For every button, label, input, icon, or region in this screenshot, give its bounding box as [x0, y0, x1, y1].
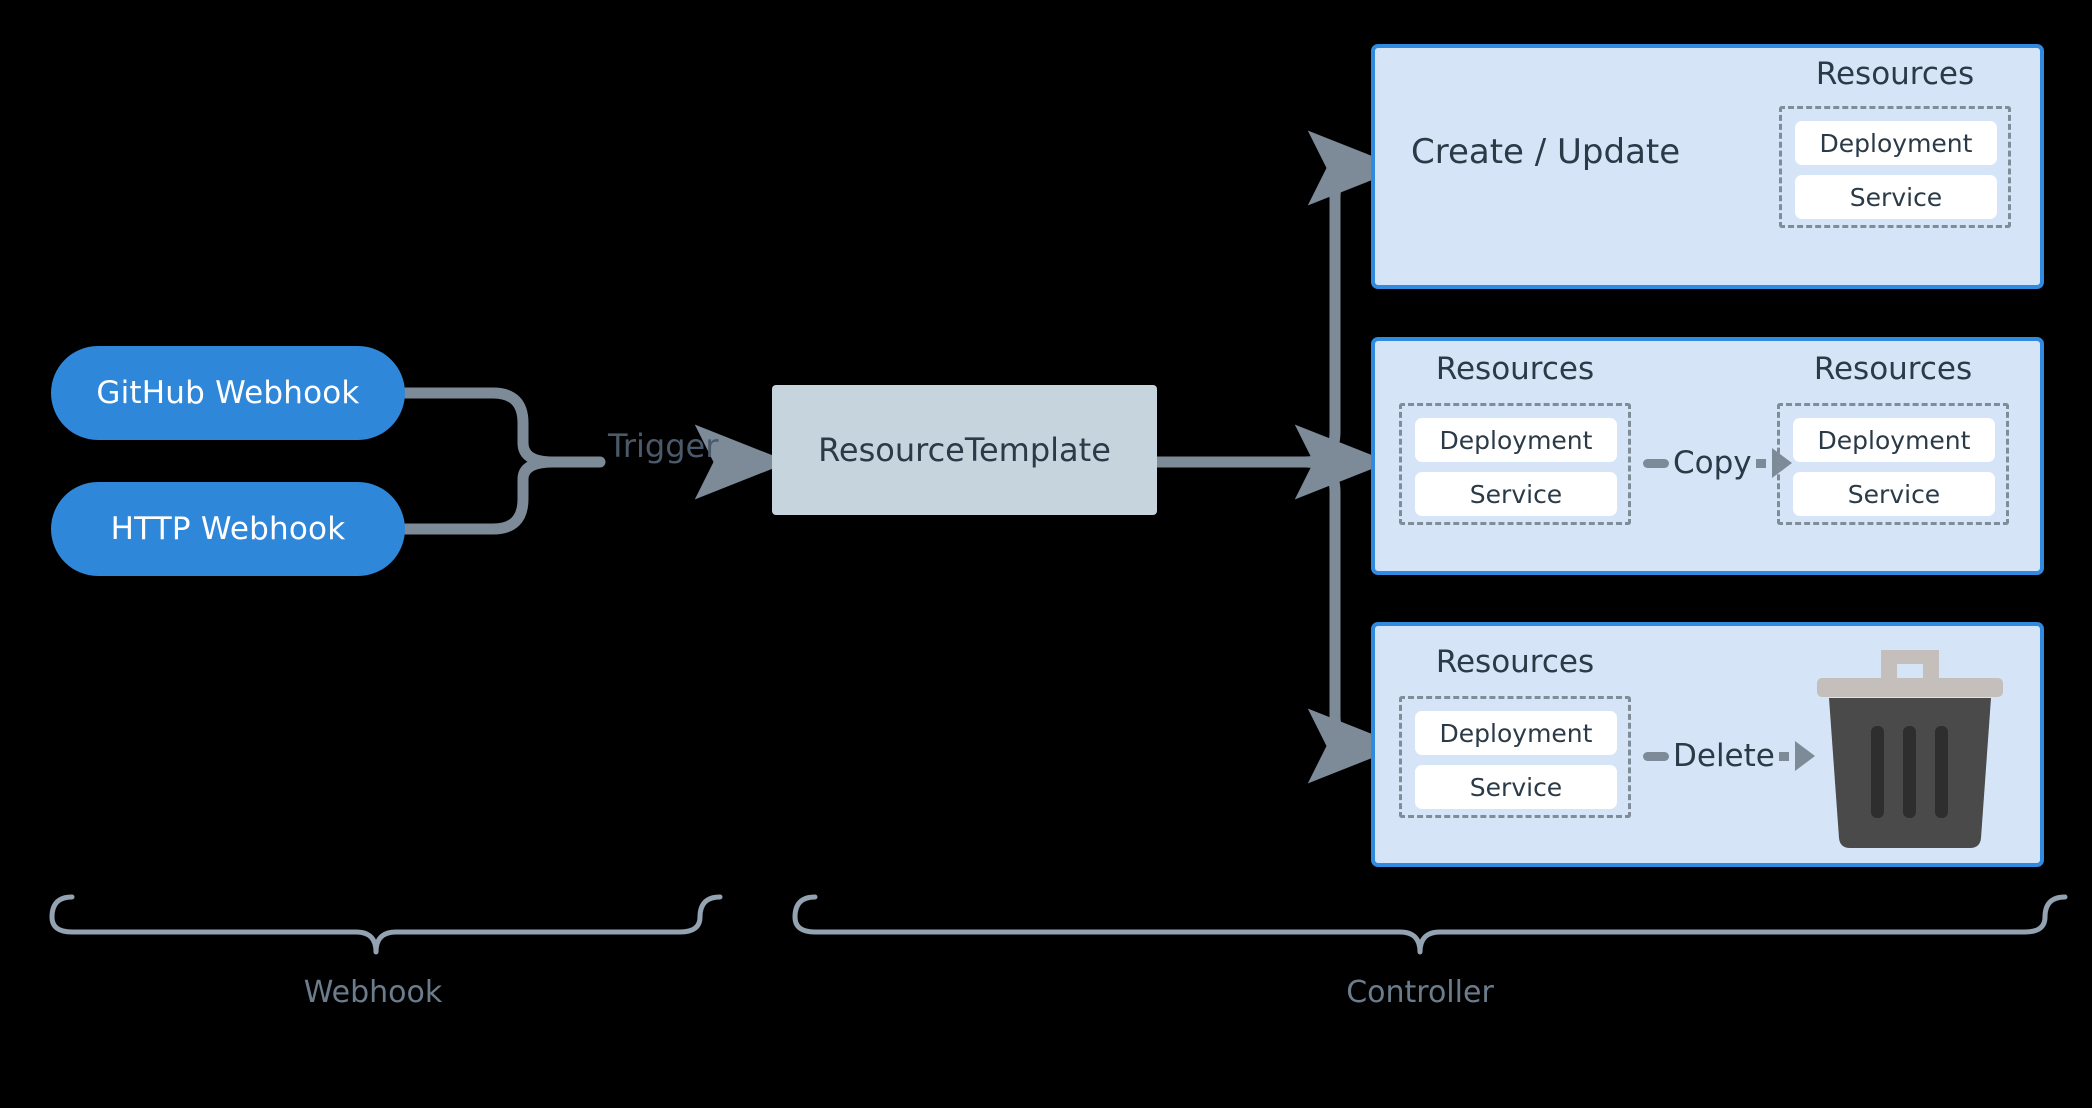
connector-github-to-merge [399, 387, 559, 468]
chip-deployment-source[interactable]: Deployment [1415, 418, 1617, 462]
connector-http-to-merge [399, 456, 559, 535]
delete-dash-icon [1643, 751, 1669, 761]
resource-template-node[interactable]: ResourceTemplate [772, 385, 1157, 515]
webhook-group-caption: Webhook [303, 975, 443, 1010]
copy-label: Copy [1673, 445, 1752, 481]
arrow-right-icon [1771, 448, 1792, 478]
resources-group-title-delete: Resources [1435, 644, 1595, 680]
brace-controller [792, 894, 2068, 955]
chip-deployment-target[interactable]: Deployment [1793, 418, 1995, 462]
resources-group-target: Deployment Service [1777, 403, 2009, 525]
panel-copy[interactable]: Resources Resources Deployment Service C… [1371, 337, 2044, 575]
http-webhook-node[interactable]: HTTP Webhook [51, 482, 405, 576]
delete-arrow-stem-icon [1778, 751, 1789, 761]
delete-label: Delete [1673, 738, 1775, 774]
chip-service[interactable]: Service [1795, 175, 1997, 219]
github-webhook-node[interactable]: GitHub Webhook [51, 346, 405, 440]
delete-operation: Delete [1643, 738, 1815, 774]
resources-group: Deployment Service [1779, 106, 2011, 228]
resource-template-label: ResourceTemplate [818, 431, 1111, 469]
brace-webhook [49, 894, 723, 955]
copy-operation: Copy [1643, 445, 1792, 481]
github-webhook-label: GitHub Webhook [96, 375, 360, 411]
panel-create-update[interactable]: Create / Update Resources Deployment Ser… [1371, 44, 2044, 289]
resources-group-title-target: Resources [1813, 351, 1973, 387]
resources-group-source: Deployment Service [1399, 403, 1631, 525]
http-webhook-label: HTTP Webhook [110, 511, 346, 547]
chip-deployment[interactable]: Deployment [1795, 121, 1997, 165]
chip-service-target[interactable]: Service [1793, 472, 1995, 516]
arrow-right-icon [1794, 741, 1815, 771]
copy-dash-icon [1643, 458, 1669, 468]
chip-deployment-delete[interactable]: Deployment [1415, 711, 1617, 755]
chip-service-delete[interactable]: Service [1415, 765, 1617, 809]
panel-create-update-caption: Create / Update [1411, 132, 1681, 172]
connector-split-down [1299, 456, 1403, 784]
copy-arrow-stem-icon [1755, 458, 1766, 468]
resources-group-title-source: Resources [1435, 351, 1595, 387]
trigger-label: Trigger [608, 427, 719, 465]
resources-group-title: Resources [1815, 56, 1975, 92]
controller-group-caption: Controller [1346, 975, 1494, 1010]
connector-split-up [1299, 130, 1403, 468]
chip-service-source[interactable]: Service [1415, 472, 1617, 516]
trash-icon [1817, 650, 2003, 848]
resources-group-delete: Deployment Service [1399, 696, 1631, 818]
